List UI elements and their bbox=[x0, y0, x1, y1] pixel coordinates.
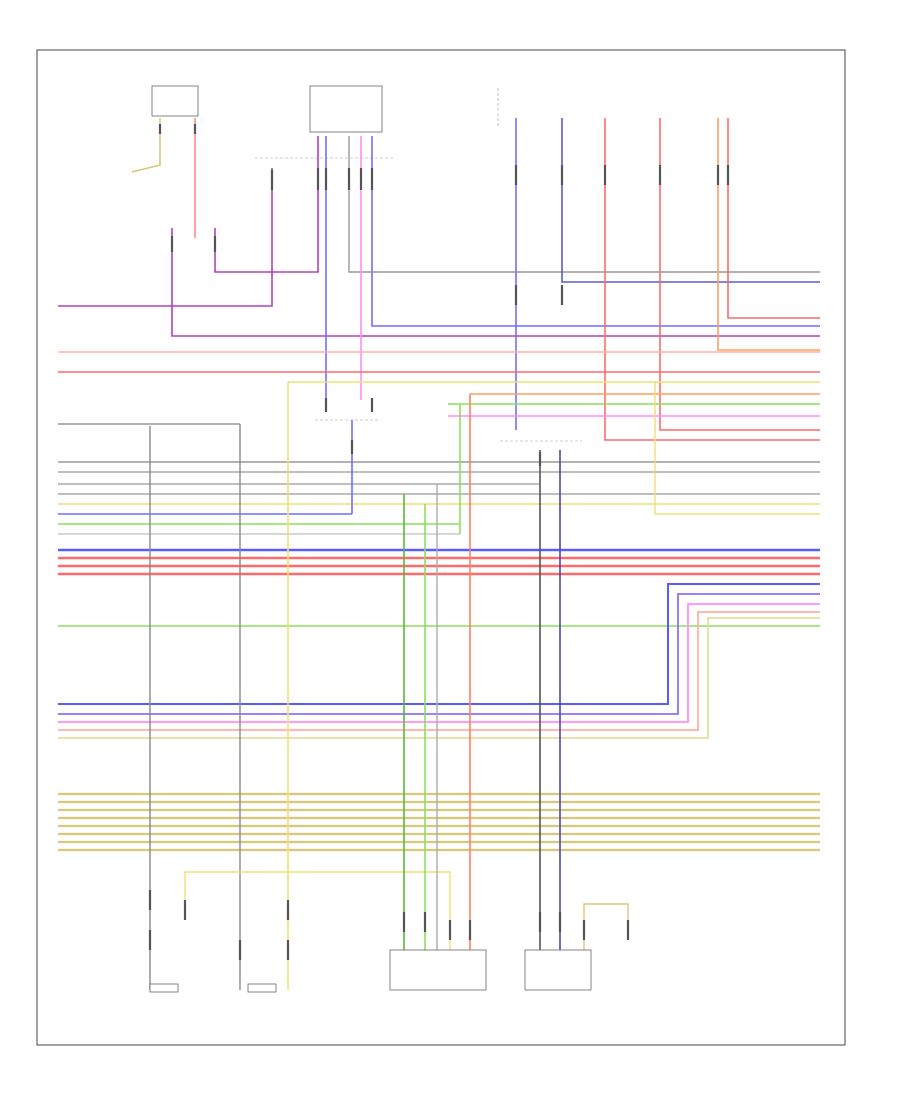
bottom-module-right bbox=[524, 949, 592, 991]
wire-tr-red-b bbox=[659, 118, 820, 431]
wire-switch-gray bbox=[348, 136, 820, 273]
bottom-sensor-left bbox=[149, 983, 179, 993]
bottom-sensor-mid bbox=[247, 983, 277, 993]
wire-tr-red-c bbox=[727, 118, 820, 319]
bottom-module-center bbox=[389, 949, 487, 991]
top-connector-switch bbox=[309, 85, 383, 133]
wire-tr-red-a bbox=[604, 118, 820, 441]
wire-switch-blue-right bbox=[371, 136, 820, 327]
wire-purple-c bbox=[171, 228, 820, 337]
wire-tr-darkblue bbox=[561, 118, 820, 283]
wire-purple-a bbox=[214, 136, 319, 273]
bus-purple-step bbox=[58, 593, 820, 715]
connector-markers bbox=[148, 124, 730, 960]
diagram-frame bbox=[36, 49, 846, 1046]
bus-blue-step bbox=[58, 583, 820, 705]
bus-tan-step bbox=[58, 617, 820, 739]
bus-salmon-step bbox=[58, 611, 820, 731]
wire-purple-b bbox=[58, 168, 273, 307]
wire-top-left-yellow bbox=[131, 118, 161, 173]
wire-tr-orange bbox=[717, 118, 820, 351]
bus-pink-step bbox=[58, 603, 820, 723]
wire-yellow-right-loop bbox=[583, 903, 629, 950]
top-connector-left bbox=[151, 85, 199, 117]
wire-yellow-right bbox=[654, 382, 820, 515]
wire-yellow-loop bbox=[184, 871, 451, 950]
